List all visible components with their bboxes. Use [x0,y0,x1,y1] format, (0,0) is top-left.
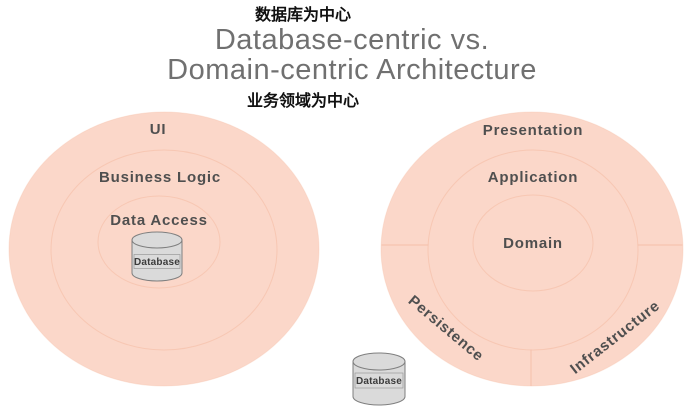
cylinder-top [352,352,406,371]
right-middle-ring [427,149,639,351]
layer-label-application: Application [488,169,578,186]
layer-label-business-logic: Business Logic [99,169,221,186]
left-inner-ring [97,195,221,289]
right-outer-ring [380,111,684,387]
cylinder-label-box [354,372,404,389]
cylinder-label-box [133,254,181,269]
page-title-line-1: Database-centric vs. [215,24,489,56]
chinese-label-top: 数据库为中心 [255,5,351,24]
database-centric-diagram: UI Business Logic Data Access Database [8,111,320,387]
right-inner-ring [472,194,594,292]
database-label: Database [356,376,402,387]
chinese-label-bottom: 业务领域为中心 [247,91,359,110]
layer-label-data-access: Data Access [110,212,207,229]
layer-label-domain: Domain [503,235,563,252]
header: 数据库为中心 Database-centric vs. Domain-centr… [167,5,537,110]
left-middle-ring [50,149,278,351]
database-cylinder-icon: Database [131,231,183,282]
layer-label-ui: UI [150,121,167,138]
domain-centric-diagram: Presentation Application Domain Persiste… [352,111,684,406]
layer-label-presentation: Presentation [483,122,583,139]
page-title-line-2: Domain-centric Architecture [167,54,537,86]
cylinder-top [131,231,183,249]
database-cylinder-icon: Database [352,352,406,406]
database-label: Database [134,257,180,268]
